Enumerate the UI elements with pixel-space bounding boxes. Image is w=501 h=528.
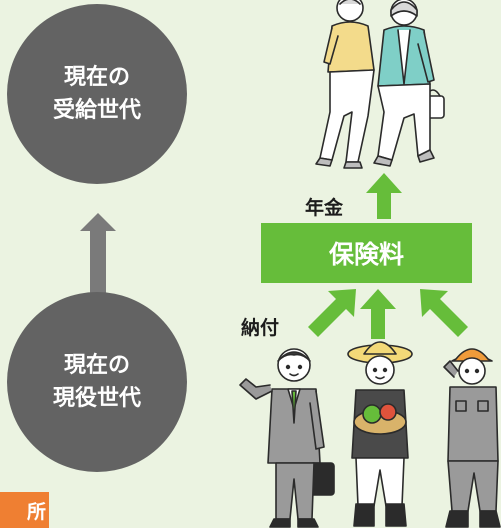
payment-arrow-left — [308, 289, 356, 337]
payment-arrow-center — [360, 289, 396, 339]
current-recipients-label: 現在の 受給世代 — [52, 65, 141, 123]
current-working-label: 現在の 現役世代 — [52, 353, 141, 411]
current-working-circle: 現在の 現役世代 — [7, 292, 187, 472]
corner-tab: 所 — [0, 492, 49, 528]
payment-label: 納付 — [241, 317, 280, 339]
current-recipients-circle: 現在の 受給世代 — [7, 4, 187, 184]
corner-tab-label: 所 — [26, 500, 46, 523]
farmer-illustration — [347, 341, 413, 527]
premium-box: 保険料 — [261, 223, 472, 283]
factory-worker-illustration — [443, 348, 501, 528]
generation-up-arrow — [80, 213, 116, 315]
premium-label: 保険料 — [328, 240, 404, 269]
pension-up-arrow — [366, 173, 402, 219]
payment-arrow-right — [420, 289, 468, 337]
pension-label: 年金 — [305, 197, 344, 219]
elderly-couple-illustration — [315, 0, 445, 169]
office-worker-illustration — [239, 348, 335, 528]
